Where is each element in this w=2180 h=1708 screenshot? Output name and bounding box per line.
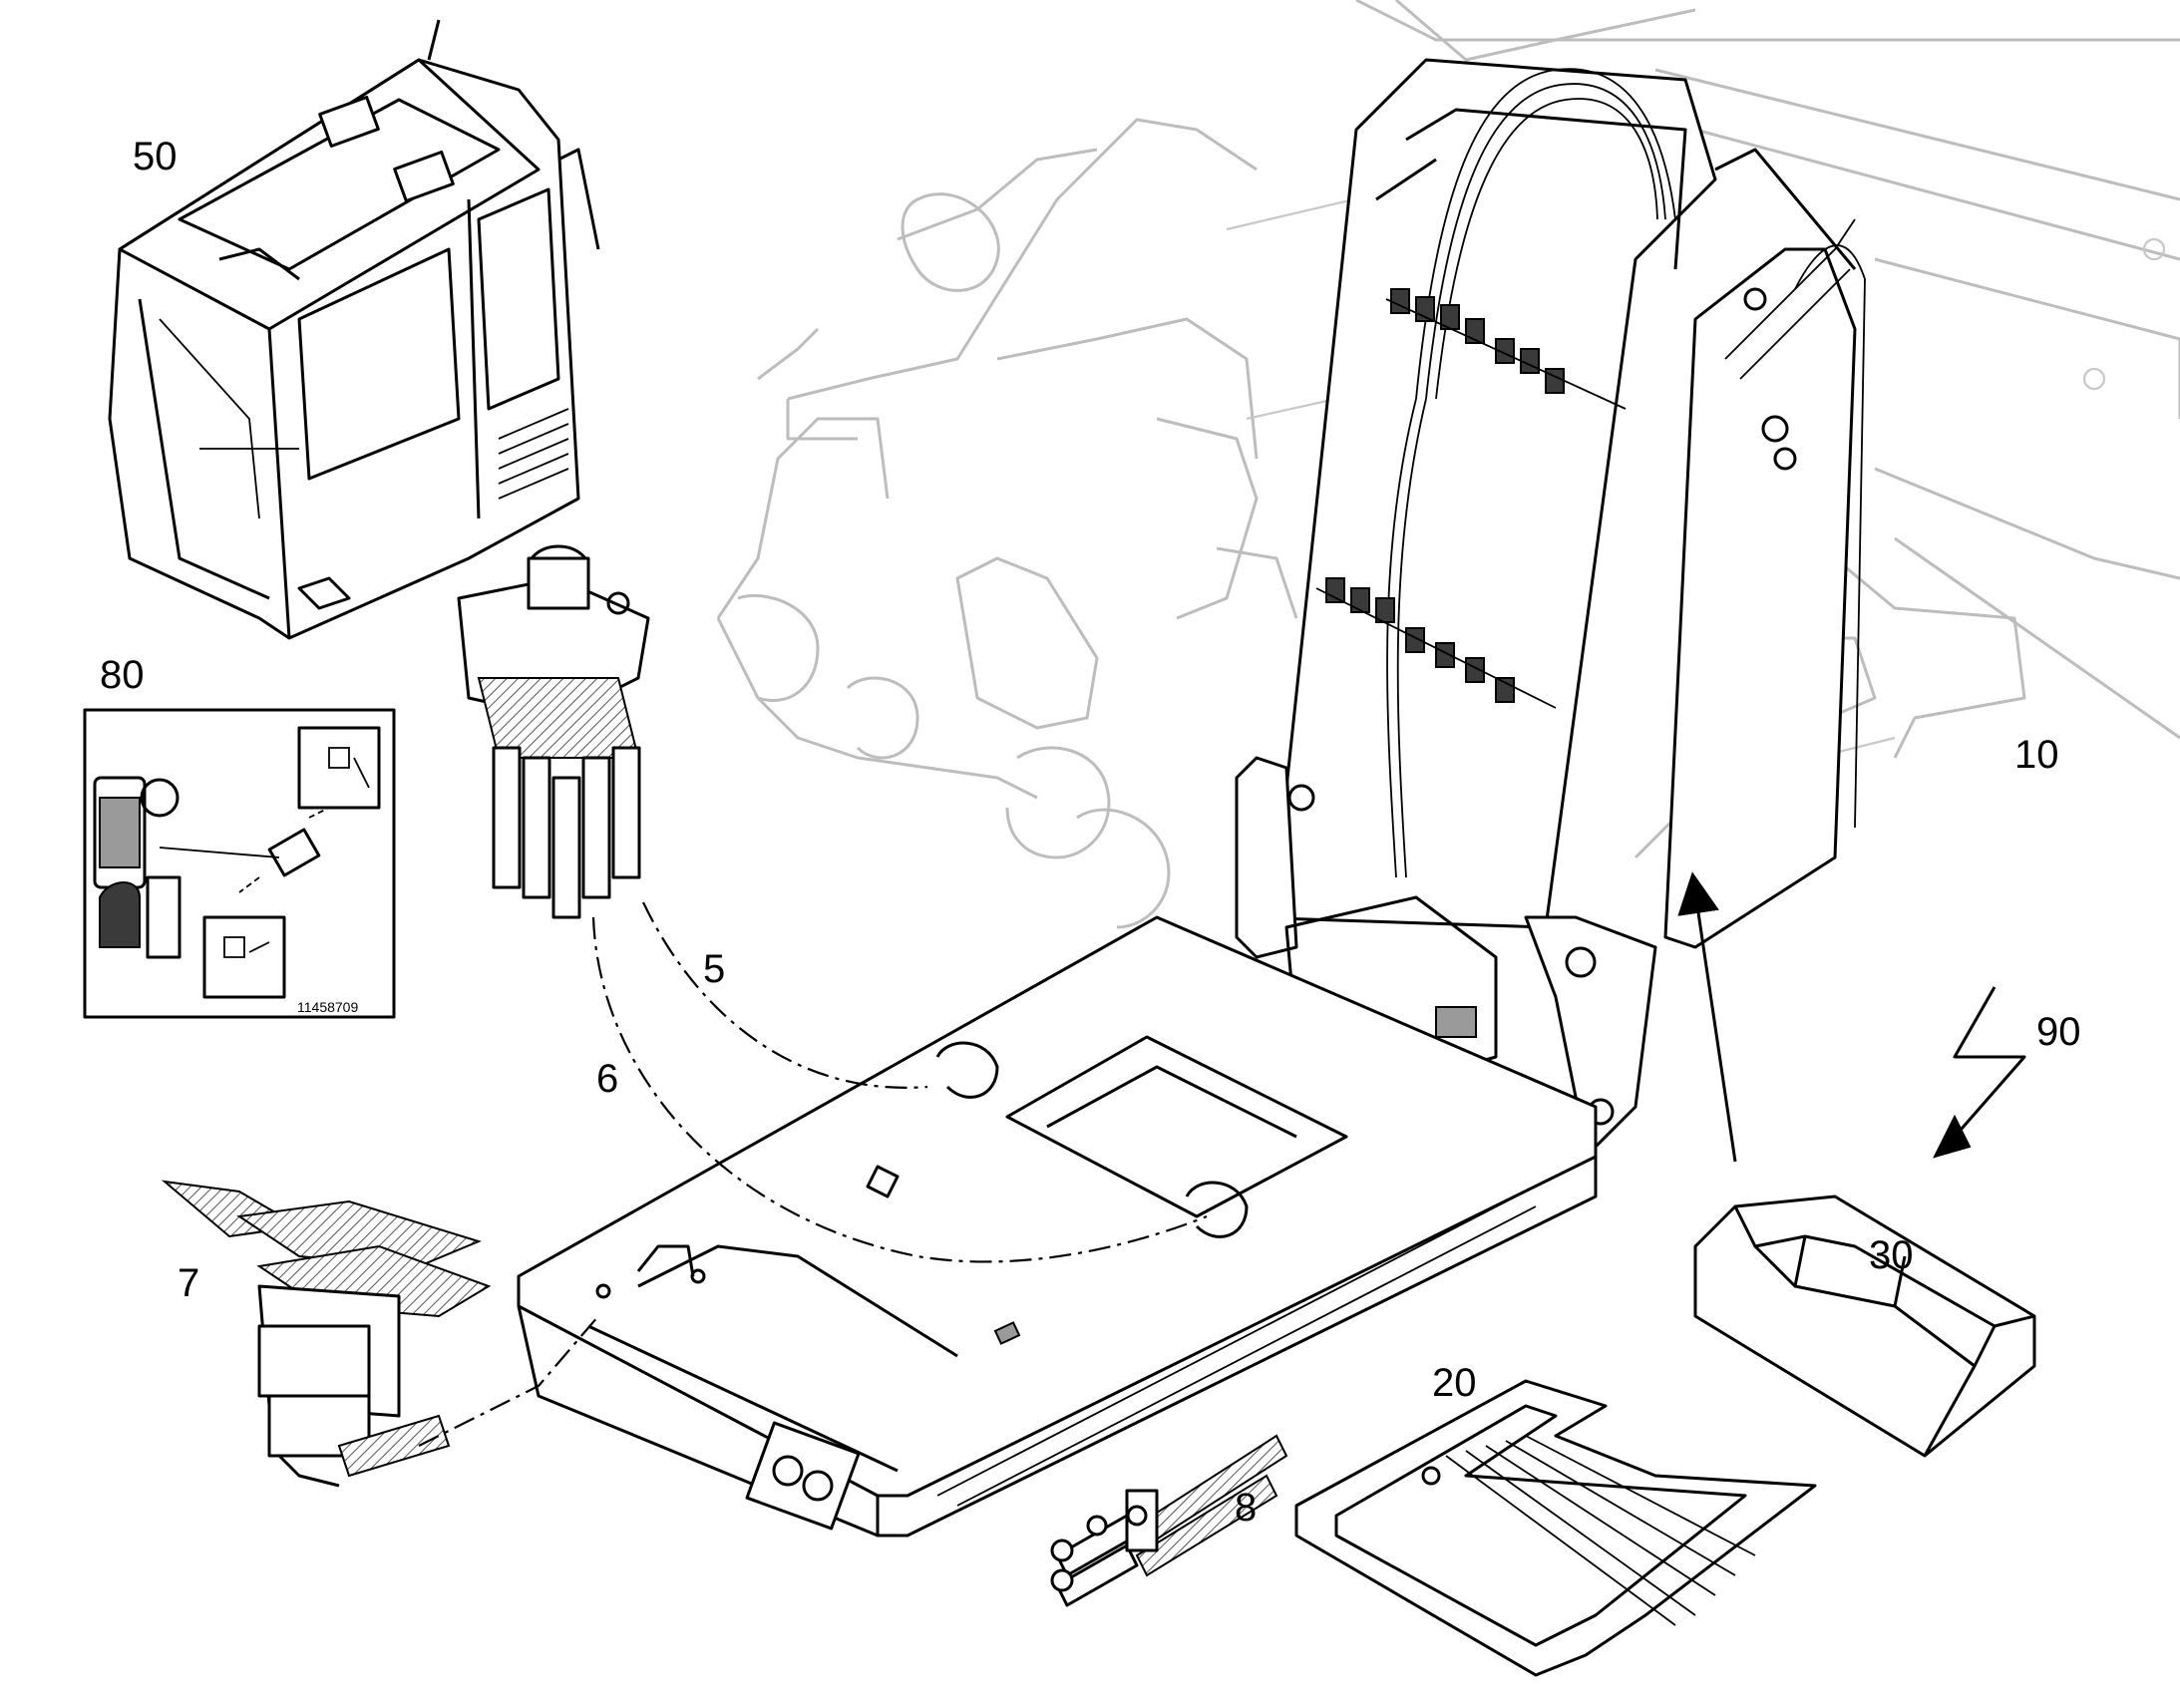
floor-mat-icon [1294, 1379, 1817, 1677]
control-panel-icon: 11458709 [83, 708, 396, 1019]
pedal-icon [161, 1180, 492, 1488]
storage-box-icon [1693, 1195, 2036, 1458]
callout-20: 20 [1432, 1361, 1477, 1405]
callout-labels: 50 80 5 6 7 8 10 20 30 90 [100, 135, 2081, 1530]
drawing-number: 11458709 [297, 999, 358, 1015]
callout-50: 50 [133, 135, 178, 178]
joystick-icon [457, 544, 650, 919]
hose-fitting-icon [1050, 1434, 1288, 1607]
callout-90: 90 [2036, 1010, 2081, 1054]
hose-clamp-row-2 [1315, 577, 1557, 709]
callout-80: 80 [100, 653, 145, 697]
machine-frame-ghost [716, 0, 2180, 929]
cab-floor-plate [517, 915, 1598, 1537]
callout-30: 30 [1869, 1233, 1914, 1277]
cab-frame-icon [1235, 58, 1866, 1149]
callout-7: 7 [178, 1261, 199, 1305]
electrical-lightning-icon [1933, 986, 2026, 1159]
leader-lines [418, 871, 1737, 1447]
hose-clamp-row-1 [1385, 288, 1627, 410]
callout-5: 5 [703, 947, 725, 991]
callout-6: 6 [596, 1057, 618, 1101]
callout-10: 10 [2014, 733, 2059, 777]
callout-8: 8 [1235, 1486, 1257, 1530]
cab-icon [108, 19, 600, 640]
